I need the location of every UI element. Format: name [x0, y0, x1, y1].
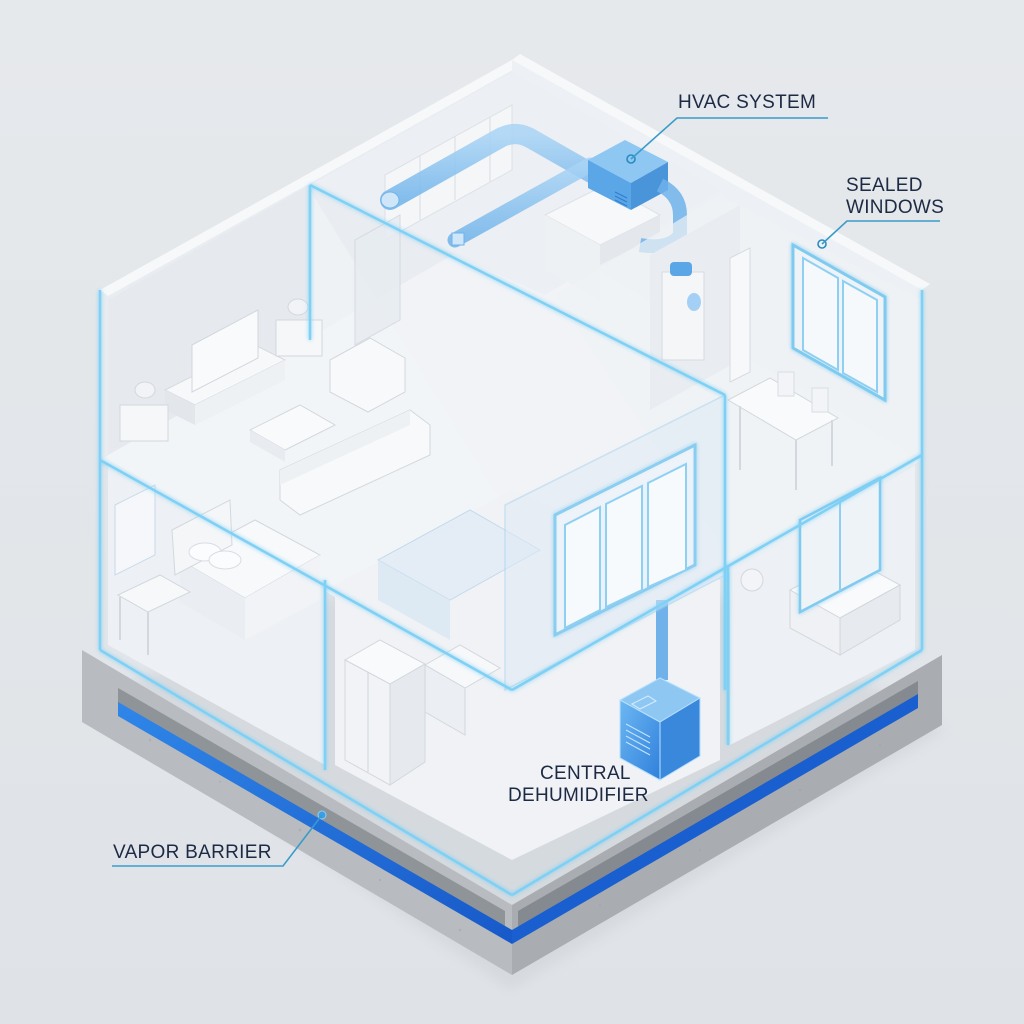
dehumidifier-grille: [625, 723, 651, 756]
dehumidifier-side: [659, 697, 701, 781]
hvac-vent-grille: [614, 191, 628, 207]
side-table-right: [275, 319, 323, 357]
dining-chair: [811, 387, 829, 413]
duct-outlet-1: [380, 191, 400, 209]
dehumidifier-pipe: [656, 600, 668, 680]
room-kitchen-upper: [310, 72, 720, 346]
side-table-left: [119, 404, 169, 442]
lamp-left: [134, 381, 156, 399]
duct-supply: [380, 124, 610, 210]
label-windows-line1: SEALED: [846, 175, 923, 196]
right-wall-top-edge: [512, 54, 930, 290]
glass-partition: [504, 393, 726, 692]
bedroom-desk: [116, 574, 192, 613]
sealed-window-center: [553, 442, 697, 638]
concrete-texture: [148, 738, 881, 932]
leader-lines: [112, 117, 940, 867]
label-vapor-barrier: VAPOR BARRIER: [113, 842, 272, 864]
utility-door: [729, 247, 751, 383]
leader-windows: [821, 220, 940, 245]
leader-hvac: [630, 117, 828, 160]
sealed-window-right: [791, 242, 887, 403]
dehumidifier-panel: [630, 695, 658, 710]
central-dehumidifier: [618, 600, 702, 781]
label-vapor-text: VAPOR BARRIER: [113, 842, 272, 863]
label-dehumidifier-line1: CENTRAL: [540, 763, 631, 784]
washing-machine: [740, 568, 764, 592]
glow-edges: [98, 183, 924, 897]
water-heater: [661, 271, 705, 361]
foundation-slab: [82, 650, 942, 975]
left-wall-top-edge: [100, 60, 520, 296]
label-dehumidifier-line2: DEHUMIDIFIER: [508, 785, 649, 806]
headboard: [171, 499, 233, 576]
sealed-window-lower-right: [798, 475, 882, 615]
lamp-right: [287, 298, 309, 316]
duct-return: [447, 157, 598, 248]
dining-chair: [777, 371, 795, 397]
dining-table: [726, 377, 840, 441]
label-hvac-text: HVAC SYSTEM: [678, 92, 817, 113]
label-hvac-system: HVAC SYSTEM: [678, 92, 816, 114]
label-central-dehumidifier: CENTRAL DEHUMIDIFIER: [508, 763, 649, 807]
hvac-unit-side: [631, 162, 668, 210]
bedroom-mirror: [114, 484, 156, 576]
water-heater-top: [670, 262, 692, 276]
vapor-barrier-right: [512, 694, 918, 944]
armchair: [329, 337, 406, 413]
hvac-unit-front: [588, 160, 631, 210]
leader-vapor: [112, 814, 323, 867]
label-sealed-windows: SEALED WINDOWS: [846, 175, 944, 219]
television: [191, 309, 259, 393]
hvac-callout-dot: [626, 154, 636, 164]
label-windows-line2: WINDOWS: [846, 197, 945, 218]
living-back-wall: [108, 185, 310, 455]
